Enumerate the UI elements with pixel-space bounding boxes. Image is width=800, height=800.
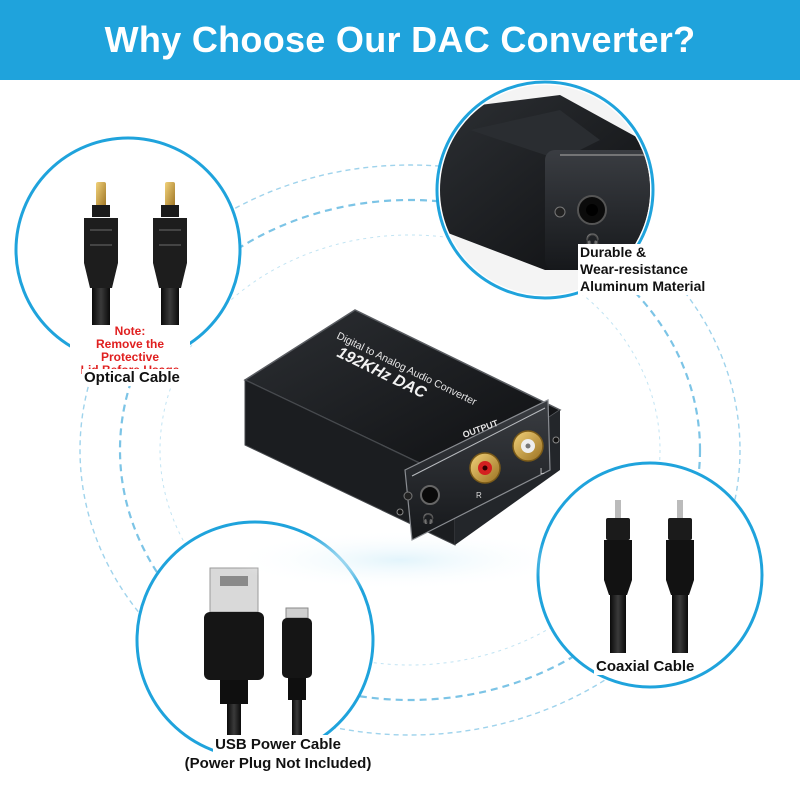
usb-line1: USB Power Cable xyxy=(213,735,343,754)
optical-note: Note: Remove the Protective Lid Before U… xyxy=(70,325,190,377)
page-title: Why Choose Our DAC Converter? xyxy=(104,19,696,60)
aluminum-line3: Aluminum Material xyxy=(580,278,706,294)
header-banner: Why Choose Our DAC Converter? xyxy=(0,0,800,80)
decorative-rings xyxy=(79,164,741,736)
optical-note-title: Note: xyxy=(114,324,146,338)
usb-line2: (Power Plug Not Included) xyxy=(182,754,374,773)
rca-plug-left xyxy=(604,500,632,653)
coaxial-cable-label: Coaxial Cable xyxy=(594,658,697,675)
optical-cable-label: Optical Cable xyxy=(82,369,182,386)
micro-usb-plug xyxy=(282,607,312,750)
right-channel-label: R xyxy=(476,491,482,500)
headphone-glyph: 🎧 xyxy=(422,512,434,525)
rca-plug-right xyxy=(666,500,694,653)
usb-cable-label: USB Power Cable (Power Plug Not Included… xyxy=(158,735,398,773)
rca-jack-white xyxy=(512,430,544,462)
aluminum-line1: Durable & xyxy=(580,244,647,260)
optical-note-line1: Remove the Protective xyxy=(95,337,165,364)
headphone-icon: 🎧 xyxy=(585,233,600,247)
coaxial-cable-circle xyxy=(536,461,764,689)
aluminum-line2: Wear-resistance xyxy=(580,261,688,277)
dac-device: headphone-icon 🎧 xyxy=(230,309,570,590)
left-channel-label: L xyxy=(540,467,545,476)
aluminum-material-label: Durable & Wear-resistance Aluminum Mater… xyxy=(578,244,708,295)
usb-a-plug xyxy=(204,567,264,749)
rca-jack-red xyxy=(469,452,501,484)
